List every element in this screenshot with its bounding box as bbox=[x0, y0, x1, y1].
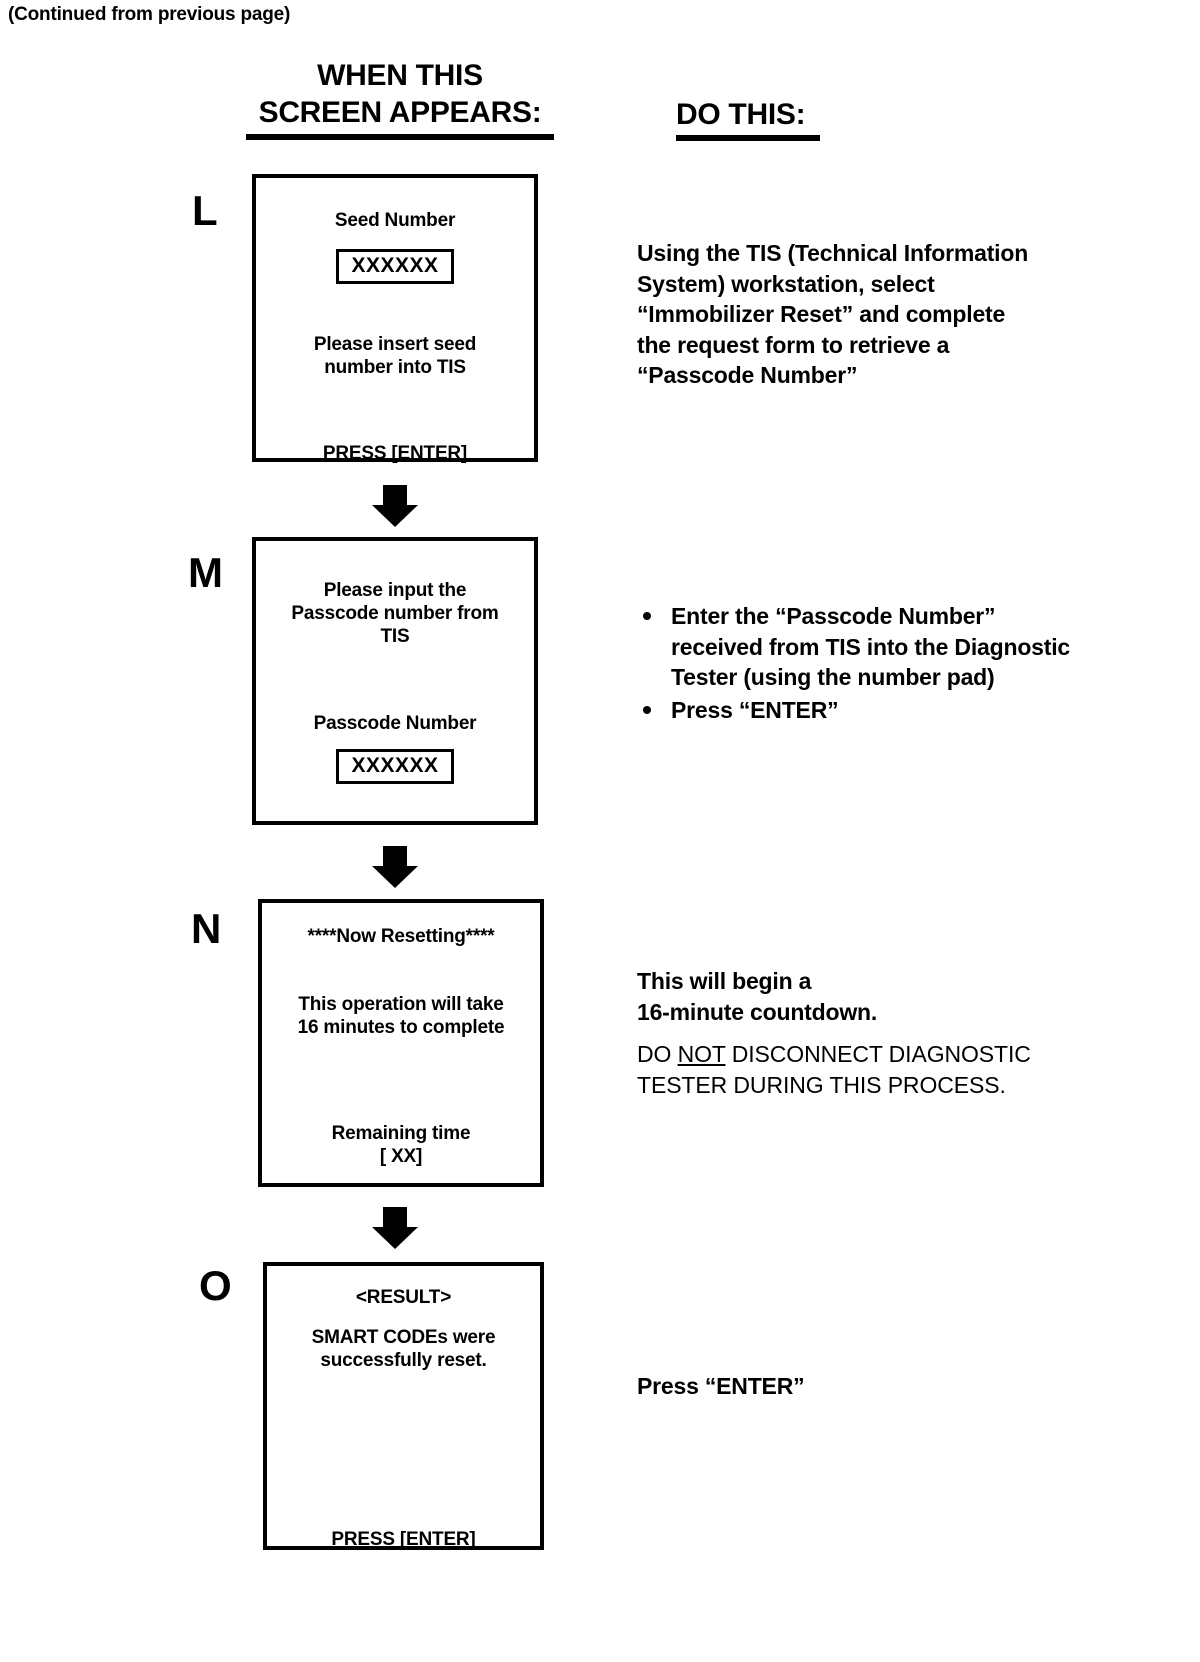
screen-n-message-line1: This operation will take bbox=[298, 994, 504, 1016]
step-letter-l: L bbox=[192, 187, 218, 234]
column-header-left-line2: SCREEN APPEARS: bbox=[258, 95, 542, 129]
flow-arrow-head bbox=[372, 1227, 418, 1249]
instruction-m-bullet-2: Press “ENTER” bbox=[637, 695, 1087, 726]
instruction-step-o: Press “ENTER” bbox=[637, 1371, 1057, 1402]
screen-o-message-line1: SMART CODEs were bbox=[311, 1327, 496, 1349]
flow-arrow-head bbox=[372, 505, 418, 527]
flow-arrow-l-to-m bbox=[372, 485, 418, 527]
screen-l-message-line2: number into TIS bbox=[324, 357, 466, 379]
instruction-m-bullet-2-text: Press “ENTER” bbox=[671, 696, 839, 723]
bullet-dot-icon bbox=[643, 612, 651, 620]
screen-m-message-line3: TIS bbox=[380, 626, 410, 648]
screen-panel-l: Seed Number XXXXXX Please insert seed nu… bbox=[252, 174, 538, 464]
instruction-m-bullet-1-text: Enter the “Passcode Number” received fro… bbox=[671, 603, 1071, 691]
column-header-right-underline bbox=[676, 135, 820, 141]
column-header-left-underline bbox=[246, 133, 554, 140]
screen-n-message-line2: 16 minutes to complete bbox=[297, 1017, 505, 1039]
instruction-l-line3: “Immobilizer Reset” and complete bbox=[637, 301, 1006, 328]
instruction-n-warning-prefix: DO bbox=[637, 1041, 678, 1068]
screen-m-message-line2: Passcode number from bbox=[291, 603, 499, 625]
bullet-dot-icon bbox=[643, 705, 651, 714]
instruction-n-line2: 16-minute countdown. bbox=[637, 998, 878, 1025]
instruction-n-warning-line2: TESTER DURING THIS PROCESS. bbox=[637, 1071, 1006, 1098]
screen-m-message-line1: Please input the bbox=[323, 580, 467, 601]
instruction-l-line5: “Passcode Number” bbox=[637, 362, 858, 389]
flow-arrow-n-to-o bbox=[372, 1207, 418, 1249]
flow-arrow-shaft bbox=[383, 846, 407, 866]
instruction-o-line1: Press “ENTER” bbox=[637, 1373, 805, 1399]
column-header-when-screen-appears: WHEN THIS SCREEN APPEARS: bbox=[230, 58, 570, 140]
screen-n-footer-line2: [ XX] bbox=[379, 1145, 423, 1167]
screen-o-title: <RESULT> bbox=[355, 1287, 452, 1308]
instruction-m-bullet-1: Enter the “Passcode Number” received fro… bbox=[637, 601, 1087, 693]
screen-m-title: Passcode Number bbox=[313, 712, 477, 734]
instruction-n-warning-not: NOT bbox=[677, 1041, 726, 1068]
flow-arrow-shaft bbox=[383, 485, 407, 505]
instruction-n-line1: This will begin a bbox=[637, 968, 812, 994]
step-letter-m: M bbox=[188, 549, 223, 596]
screen-l-message-line1: Please insert seed bbox=[313, 334, 477, 356]
screen-l-footer: PRESS [ENTER] bbox=[322, 442, 468, 464]
flow-arrow-shaft bbox=[383, 1207, 407, 1227]
instruction-n-warning-rest: DISCONNECT DIAGNOSTIC bbox=[725, 1041, 1031, 1068]
instruction-l-line1: Using the TIS (Technical Information bbox=[637, 240, 1029, 266]
step-letter-n: N bbox=[191, 905, 222, 952]
column-header-left-line1: WHEN THIS bbox=[317, 59, 483, 92]
screen-m-passcode-number-value: XXXXXX bbox=[336, 748, 454, 784]
instruction-step-l: Using the TIS (Technical Information Sys… bbox=[637, 238, 1117, 391]
step-letter-o: O bbox=[199, 1262, 232, 1309]
screen-panel-n: ****Now Resetting**** This operation wil… bbox=[258, 899, 544, 1187]
screen-l-seed-number-value: XXXXXX bbox=[336, 249, 454, 285]
screen-m-value-field-wrap: XXXXXX bbox=[256, 748, 534, 784]
screen-panel-m: Please input the Passcode number from TI… bbox=[252, 537, 538, 825]
column-header-do-this: DO THIS: bbox=[676, 98, 820, 141]
flow-arrow-head bbox=[372, 866, 418, 888]
screen-panel-o: <RESULT> SMART CODEs were successfully r… bbox=[263, 1262, 544, 1550]
continued-from-previous-page-note: (Continued from previous page) bbox=[8, 4, 291, 25]
screen-l-title: Seed Number bbox=[334, 210, 456, 231]
instruction-step-n: This will begin a 16-minute countdown. D… bbox=[637, 966, 1137, 1100]
screen-o-footer: PRESS [ENTER] bbox=[331, 1528, 476, 1550]
screen-o-message-line2: successfully reset. bbox=[320, 1350, 487, 1372]
screen-n-title: ****Now Resetting**** bbox=[307, 926, 495, 947]
instruction-step-m: Enter the “Passcode Number” received fro… bbox=[637, 601, 1087, 727]
column-header-right-label: DO THIS: bbox=[676, 98, 806, 131]
instruction-l-line2: System) workstation, select bbox=[637, 270, 935, 297]
flow-arrow-m-to-n bbox=[372, 846, 418, 888]
screen-l-value-field-wrap: XXXXXX bbox=[256, 249, 534, 285]
instruction-l-line4: the request form to retrieve a bbox=[637, 331, 950, 358]
instruction-n-warning: DO NOT DISCONNECT DIAGNOSTIC TESTER DURI… bbox=[637, 1039, 1137, 1100]
screen-n-footer-line1: Remaining time bbox=[331, 1122, 471, 1144]
